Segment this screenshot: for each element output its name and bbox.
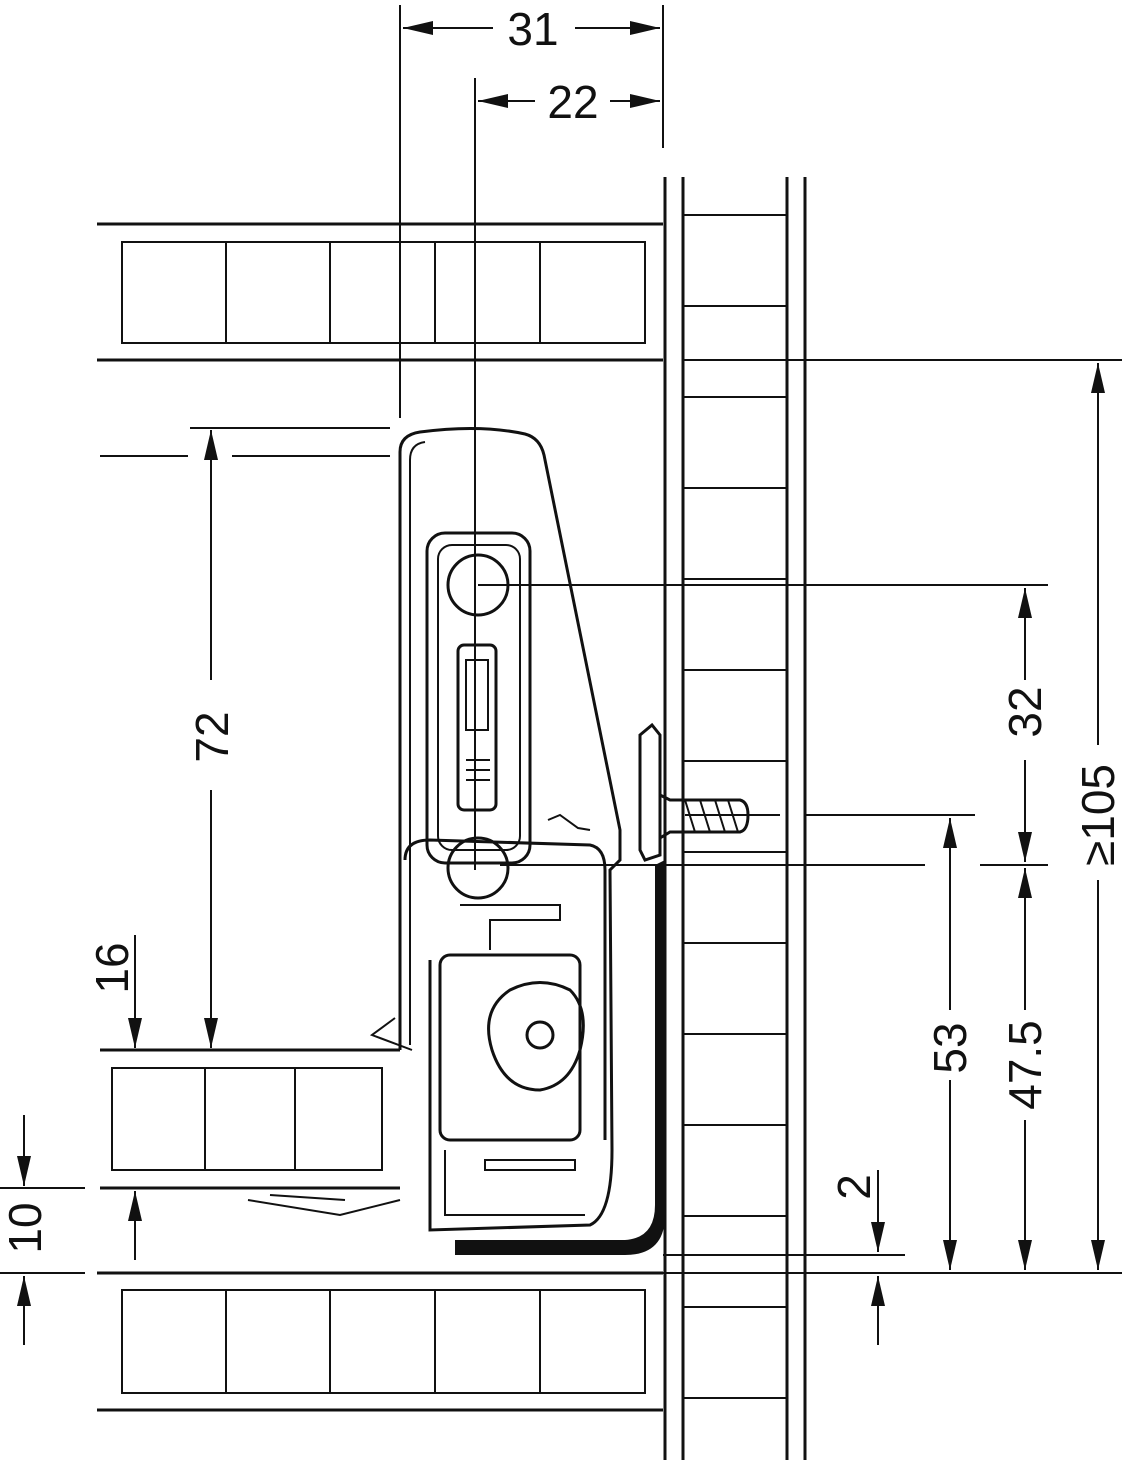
dim-47-5: 47.5 (999, 1020, 1051, 1110)
dim-53: 53 (924, 1022, 976, 1073)
screw (638, 722, 750, 862)
cabinet-side-panel (663, 177, 807, 1460)
dim-31: 31 (507, 3, 558, 55)
dim-72: 72 (186, 711, 238, 762)
dim-10: 10 (0, 1202, 51, 1253)
bottom-shelf-panel (97, 1271, 663, 1412)
dim-105: ≥105 (1072, 764, 1124, 866)
dimension-lines (0, 5, 1122, 1345)
dim-32: 32 (999, 686, 1051, 737)
dim-22: 22 (547, 76, 598, 128)
dim-2: 2 (828, 1174, 880, 1200)
drawer-side-panel (100, 1048, 400, 1190)
runner-body (247, 426, 622, 1232)
top-shelf-panel (97, 222, 663, 362)
dim-16: 16 (86, 942, 138, 993)
